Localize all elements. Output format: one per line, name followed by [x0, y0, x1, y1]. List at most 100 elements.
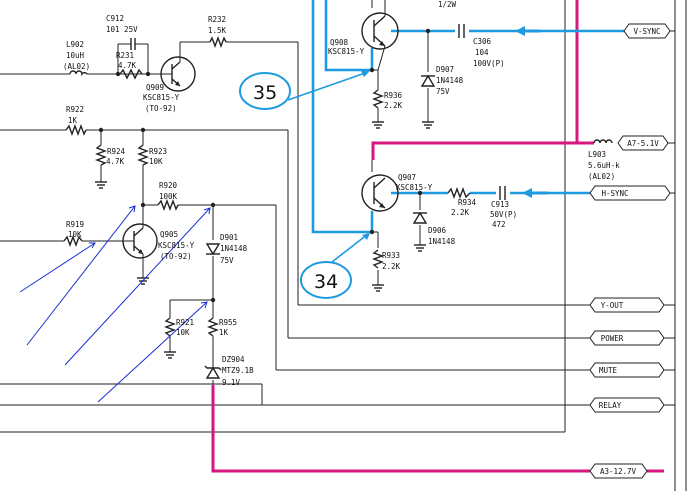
callout-34-label: 34: [314, 271, 338, 293]
r933-label: R933: [382, 251, 400, 260]
q905-type: KSC815-Y: [158, 241, 195, 250]
r934-resistor-icon: [447, 187, 471, 199]
d907-diode-icon: [420, 74, 436, 87]
r922-value: 1K: [68, 116, 78, 125]
r936-value: 2.2K: [384, 101, 403, 110]
d901-diode-icon: [205, 243, 221, 256]
dz904-zener-icon: [204, 365, 222, 379]
connector-mute: MUTE: [589, 362, 665, 378]
connector-a3: A3-12.7V: [589, 463, 648, 479]
r933-value: 2.2K: [382, 262, 401, 271]
r934-value: 2.2K: [451, 208, 470, 217]
q909-transistor-icon: [160, 56, 196, 92]
callout-35-label: 35: [253, 82, 277, 104]
ground-icon: [372, 121, 384, 129]
r921-resistor-icon: [164, 317, 176, 337]
l903-inductor-icon: [593, 139, 613, 144]
r919-value: 10K: [68, 230, 82, 239]
q909-type: KSC815-Y: [143, 93, 180, 102]
ground-icon: [372, 284, 384, 292]
top-rating: 1/2W: [438, 0, 457, 9]
connector-power-label: POWER: [601, 334, 624, 343]
r924-resistor-icon: [95, 144, 107, 166]
l902-value: 10uH: [66, 51, 85, 60]
connector-relay-label: RELAY: [599, 401, 622, 410]
r923-value: 10K: [149, 157, 163, 166]
vsync-arrow-icon: [515, 26, 540, 36]
r923-label: R923: [149, 147, 167, 156]
component-labels: C912 101 25V R232 1.5K L902 10uH (AL02) …: [63, 0, 620, 387]
connector-a3-label: A3-12.7V: [600, 467, 637, 476]
r923-resistor-icon: [137, 144, 149, 166]
d906-type: 1N4148: [428, 237, 456, 246]
r921-label: R921: [176, 318, 194, 327]
dz904-rating: 9.1V: [222, 378, 241, 387]
d901-rating: 75V: [220, 256, 234, 265]
r936-label: R936: [384, 91, 403, 100]
r920-resistor-icon: [157, 199, 179, 211]
r232-resistor-icon: [209, 36, 227, 48]
dz904-type: MTZ9.1B: [222, 366, 254, 375]
connector-relay: RELAY: [589, 397, 665, 413]
ground-icon: [95, 181, 107, 189]
r232-value: 1.5K: [208, 26, 227, 35]
r231-resistor-icon: [119, 68, 143, 80]
r232-label: R232: [208, 15, 226, 24]
ground-icon: [414, 244, 426, 252]
r919-label: R919: [66, 220, 84, 229]
connector-vsync: V-SYNC: [623, 23, 671, 39]
connector-power: POWER: [589, 330, 665, 346]
component-symbols: [63, 0, 613, 379]
r920-label: R920: [159, 181, 178, 190]
magenta-power-lines: [211, 0, 664, 473]
connectors: V-SYNC A7-5.1V H-SYNC Y-OUT POWER MUTE R…: [589, 23, 671, 479]
r934-label: R934: [458, 198, 477, 207]
callout-34: 34: [300, 233, 370, 299]
c306-capacitor-icon: [458, 24, 465, 38]
hsync-arrow-icon: [522, 188, 548, 198]
l902-label: L902: [66, 40, 84, 49]
c912-value: 101 25V: [106, 25, 138, 34]
ground-symbols: [95, 121, 434, 359]
connector-vsync-label: V-SYNC: [633, 27, 660, 36]
d901-label: D901: [220, 233, 238, 242]
q905-label: Q905: [160, 230, 178, 239]
connector-a7-label: A7-5.1V: [627, 139, 659, 148]
c913-label: C913: [491, 200, 509, 209]
r920-value: 100K: [159, 192, 178, 201]
callout-35: 35: [239, 71, 370, 110]
annotation-arrows: [19, 205, 211, 403]
connector-a7: A7-5.1V: [617, 135, 669, 151]
q909-label: Q909: [146, 83, 164, 92]
c913-value: 472: [492, 220, 506, 229]
r921-value: 10K: [176, 328, 190, 337]
c306-rating: 100V(P): [473, 59, 505, 68]
r919-resistor-icon: [63, 235, 83, 247]
d907-type: 1N4148: [436, 76, 464, 85]
l902-inductor-icon: [69, 70, 88, 77]
connector-yout-label: Y-OUT: [601, 301, 624, 310]
r231-value: 4.7K: [118, 61, 137, 70]
c913-capacitor-icon: [499, 186, 506, 200]
junction-dots: [98, 28, 431, 303]
ground-icon: [422, 121, 434, 129]
q907-transistor-icon: [361, 174, 399, 212]
r231-label: R231: [116, 51, 134, 60]
d901-type: 1N4148: [220, 244, 248, 253]
connector-yout: Y-OUT: [589, 297, 665, 313]
c912-capacitor-icon: [126, 38, 140, 50]
c306-value: 104: [475, 48, 489, 57]
q908-transistor-icon: [361, 0, 399, 71]
l903-package: (AL02): [588, 172, 615, 181]
r955-value: 1K: [219, 328, 229, 337]
l903-value: 5.6uH-k: [588, 161, 620, 170]
connector-hsync: H-SYNC: [589, 185, 671, 201]
q907-label: Q907: [398, 173, 416, 182]
r924-value: 4.7K: [106, 157, 125, 166]
d907-rating: 75V: [436, 87, 450, 96]
c912-label: C912: [106, 14, 124, 23]
r933-resistor-icon: [372, 249, 384, 269]
q905-transistor-icon: [122, 223, 158, 259]
l903-label: L903: [588, 150, 606, 159]
